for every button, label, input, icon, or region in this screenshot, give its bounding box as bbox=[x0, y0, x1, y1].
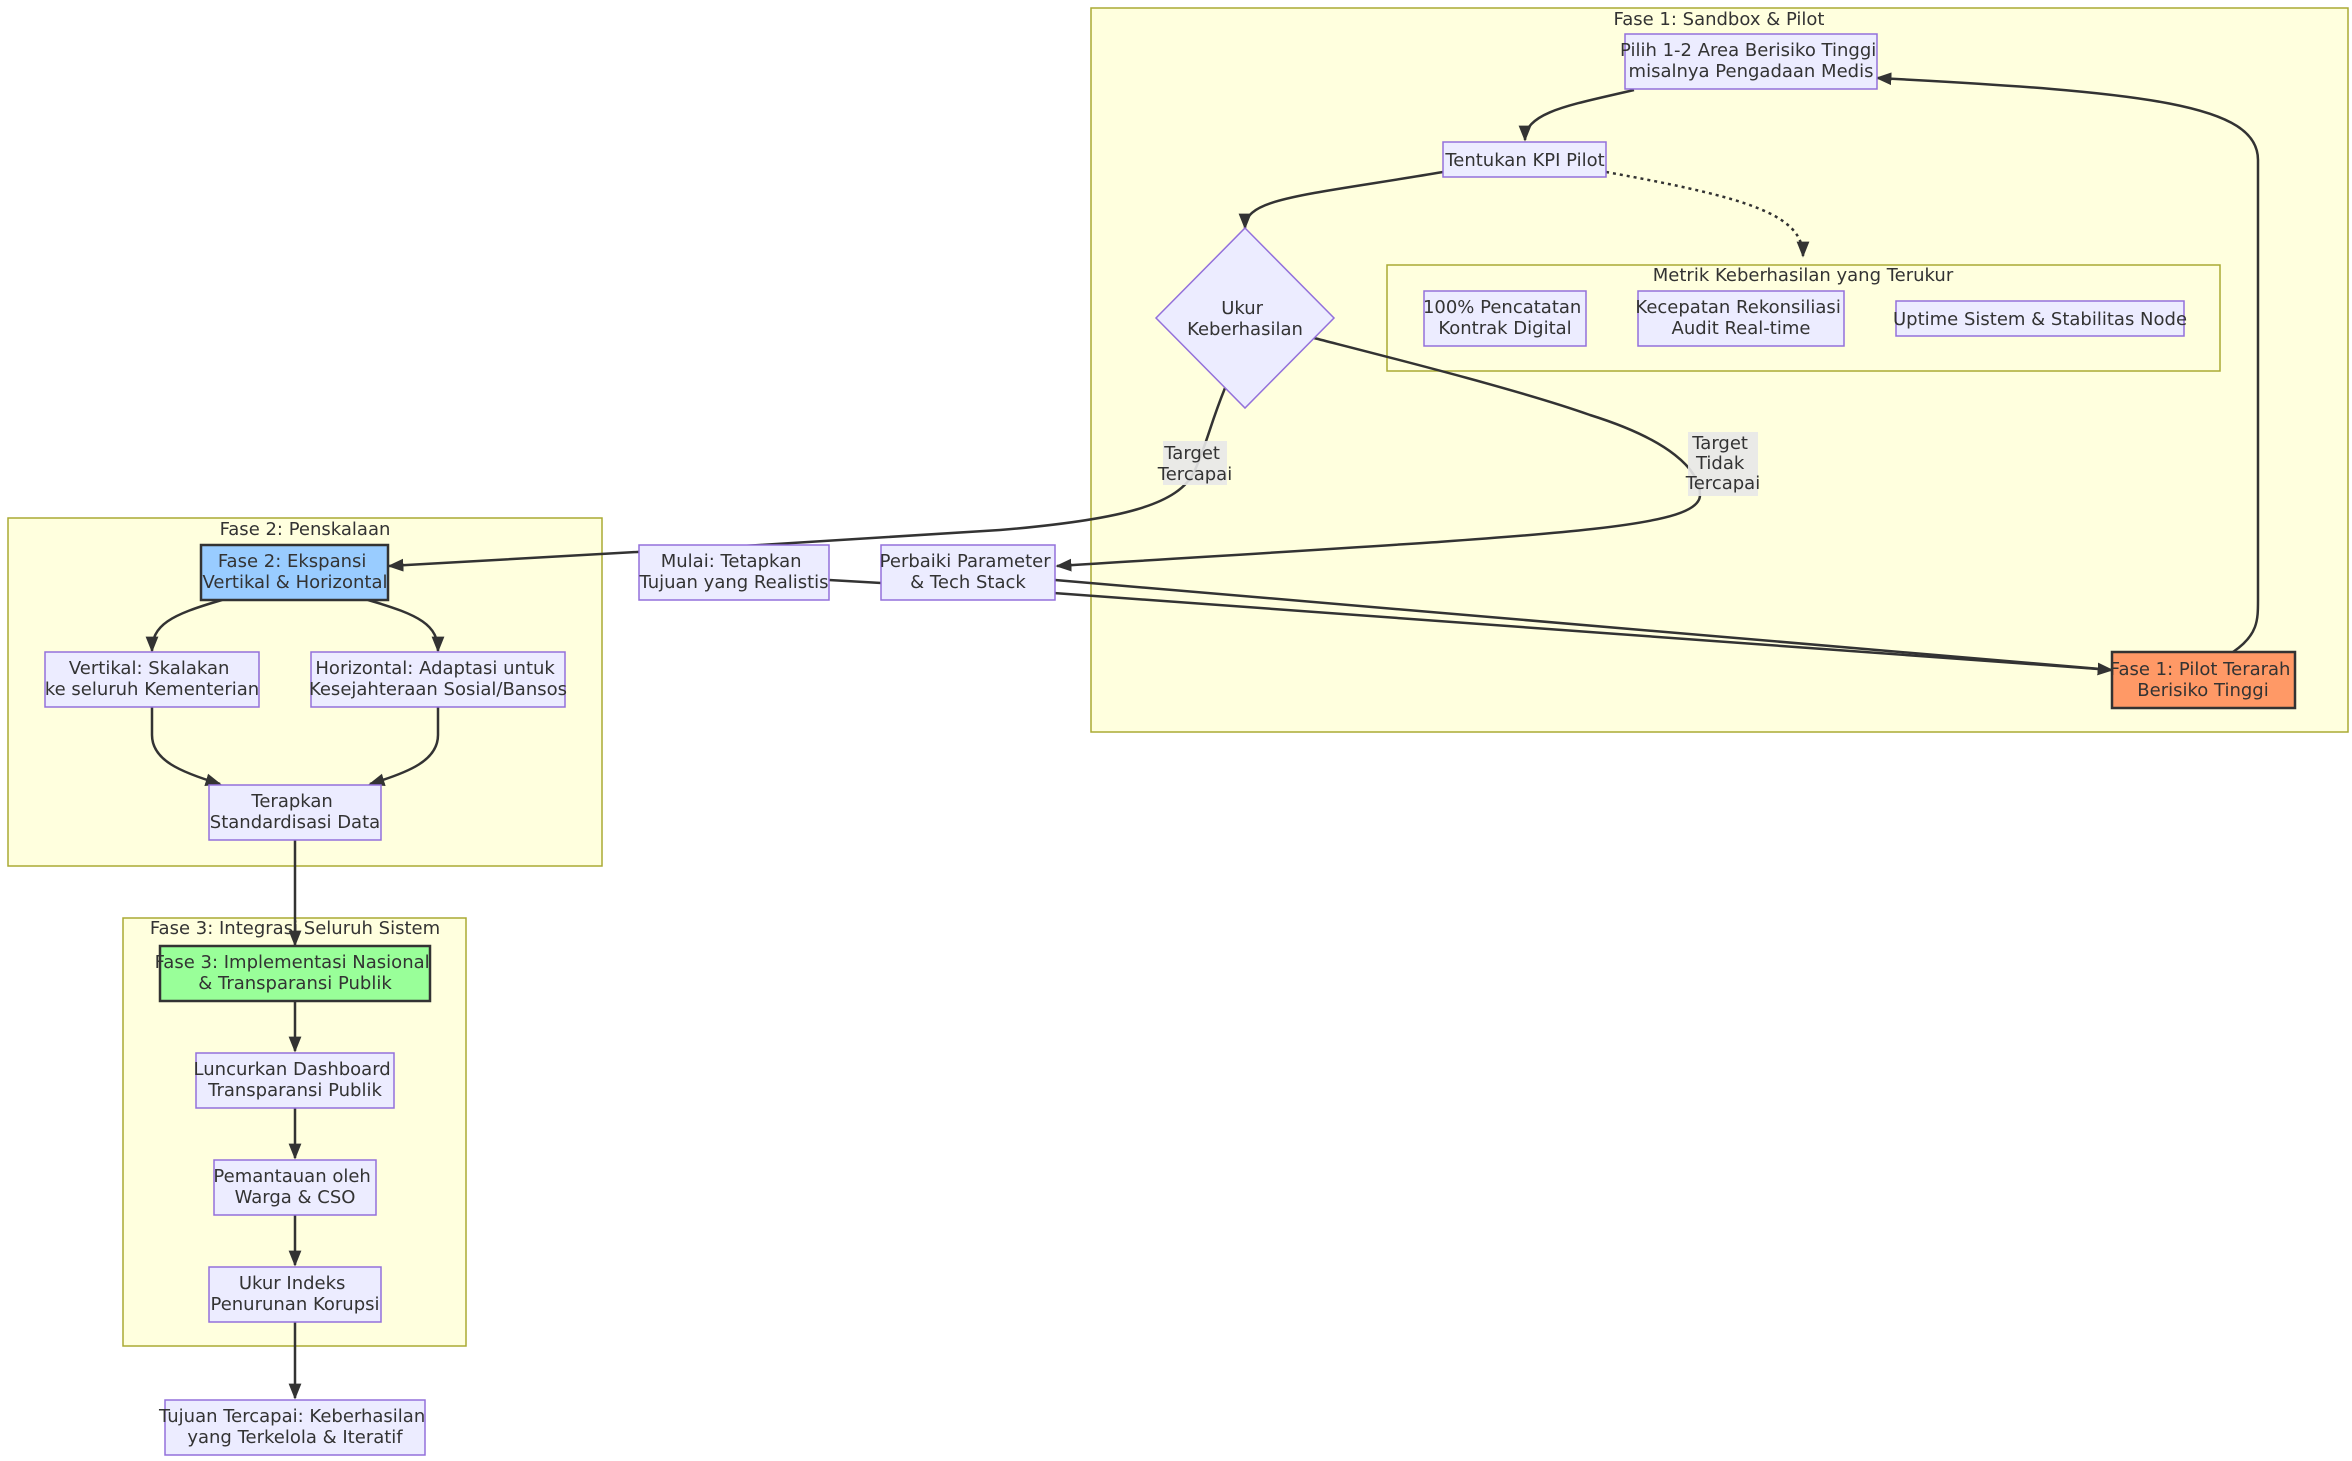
cluster-phase1-label: Fase 1: Sandbox & Pilot bbox=[1614, 9, 1825, 30]
svg-text:Mulai: Tetapkan Tujuan y: Mulai: Tetapkan Tujuan yang Realistis bbox=[638, 551, 828, 593]
edge-fix-to-phase1 bbox=[1054, 578, 2113, 672]
edge-vert-to-std bbox=[150, 707, 222, 786]
edge-measure-achieved-to-phase2 bbox=[387, 387, 1227, 572]
edge-phase2-to-vert bbox=[145, 598, 223, 653]
node-dashboard: Luncurkan Dashboard Transparansi Publik bbox=[194, 1052, 397, 1109]
node-choose-area: Pilih 1-2 Area Berisiko Tinggi misalnya … bbox=[1620, 33, 1882, 90]
edge-horz-to-std bbox=[368, 707, 440, 786]
node-horizontal: Horizontal: Adaptasi untuk Kesejahteraan… bbox=[309, 651, 567, 708]
edge-label-not-achieved: Target Tidak Tercapai bbox=[1685, 432, 1760, 496]
node-start: Mulai: Tetapkan Tujuan yang Realistis bbox=[638, 544, 830, 601]
edge-choose-to-kpi bbox=[1518, 88, 1635, 142]
svg-text:Fase 2: Ekspansi Vertika: Fase 2: Ekspansi Vertikal & Horizontal bbox=[203, 551, 388, 593]
svg-text:Kecepatan Rekonsiliasi A: Kecepatan Rekonsiliasi Audit Real-time bbox=[1635, 297, 1846, 339]
node-goal: Tujuan Tercapai: Keberhasilan yang Terke… bbox=[158, 1399, 431, 1456]
edge-kpi-to-metrics bbox=[1605, 170, 1810, 258]
node-phase2-expansion-box bbox=[199, 543, 390, 602]
node-corruption-index: Ukur Indeks Penurunan Korupsi bbox=[208, 1266, 382, 1323]
svg-text:Ukur Indeks Penurunan Ko: Ukur Indeks Penurunan Korupsi bbox=[210, 1273, 379, 1315]
node-phase1-pilot-box bbox=[2110, 650, 2297, 710]
svg-text:Perbaiki Parameter & Tec: Perbaiki Parameter & Tech Stack bbox=[880, 551, 1057, 593]
node-metric-reconciliation: Kecepatan Rekonsiliasi Audit Real-time bbox=[1635, 290, 1846, 347]
edge-phase2-to-horz bbox=[367, 598, 445, 653]
svg-text:Target Tercapai: Target Tercapai bbox=[1157, 443, 1232, 485]
svg-text:Fase 1: Pilot Terarah Be: Fase 1: Pilot Terarah Berisiko Tinggi bbox=[2110, 659, 2296, 701]
svg-text:Tentukan KPI Pilot: Tentukan KPI Pilot bbox=[1444, 150, 1604, 171]
node-metric-digital-contracts: 100% Pencatatan Kontrak Digital bbox=[1423, 290, 1587, 347]
node-metric-uptime: Uptime Sistem & Stabilitas Node bbox=[1893, 300, 2187, 337]
svg-text:Terapkan Standardisasi D: Terapkan Standardisasi Data bbox=[210, 791, 380, 833]
node-measure-decision: Ukur Keberhasilan bbox=[1154, 226, 1336, 410]
node-vertical: Vertikal: Skalakan ke seluruh Kementeria… bbox=[44, 651, 260, 708]
node-kpi: Tentukan KPI Pilot bbox=[1442, 141, 1607, 178]
svg-text:Horizontal: Adaptasi untuk: Horizontal: Adaptasi untuk Kesejahteraan… bbox=[309, 658, 567, 700]
svg-text:Fase 3: Implementasi Nasional: Fase 3: Implementasi Nasional & Transpar… bbox=[155, 952, 436, 994]
node-standardization: Terapkan Standardisasi Data bbox=[208, 784, 382, 841]
svg-text:Uptime Sistem & Stabilitas Nod: Uptime Sistem & Stabilitas Node bbox=[1893, 309, 2187, 330]
edge-kpi-to-measure bbox=[1238, 170, 1444, 230]
node-phase3-national: Fase 3: Implementasi Nasional & Transpar… bbox=[155, 944, 436, 1003]
node-cso-monitoring: Pemantauan oleh Warga & CSO bbox=[213, 1159, 377, 1216]
svg-text:Pilih 1-2 Area Berisiko Tinggi: Pilih 1-2 Area Berisiko Tinggi misalnya … bbox=[1620, 40, 1882, 82]
svg-text:100% Pencatatan Kontrak: 100% Pencatatan Kontrak Digital bbox=[1423, 297, 1587, 339]
edge-phase1-to-choose bbox=[1875, 72, 2260, 654]
node-phase1-pilot: Fase 1: Pilot Terarah Berisiko Tinggi bbox=[2110, 650, 2297, 710]
cluster-metrics-label: Metrik Keberhasilan yang Terukur bbox=[1653, 265, 1954, 286]
svg-text:Pemantauan oleh Warga &: Pemantauan oleh Warga & CSO bbox=[213, 1166, 376, 1208]
svg-text:Ukur Keberhasilan: Ukur Keberhasilan bbox=[1187, 298, 1303, 340]
svg-text:Vertikal: Skalakan ke se: Vertikal: Skalakan ke seluruh Kementeria… bbox=[45, 658, 259, 700]
svg-text:Tujuan Tercapai: Keberhasilan: Tujuan Tercapai: Keberhasilan yang Terke… bbox=[158, 1406, 431, 1448]
svg-text:Target Tidak Terca: Target Tidak Tercapai bbox=[1685, 433, 1760, 494]
cluster-phase2-label: Fase 2: Penskalaan bbox=[220, 519, 391, 540]
node-phase2-expansion: Fase 2: Ekspansi Vertikal & Horizontal bbox=[199, 543, 390, 602]
svg-text:Luncurkan Dashboard Tran: Luncurkan Dashboard Transparansi Publik bbox=[194, 1059, 397, 1101]
node-fix-parameters: Perbaiki Parameter & Tech Stack bbox=[880, 544, 1057, 601]
node-phase3-national-box bbox=[158, 944, 432, 1003]
edge-label-achieved: Target Tercapai bbox=[1157, 441, 1232, 485]
